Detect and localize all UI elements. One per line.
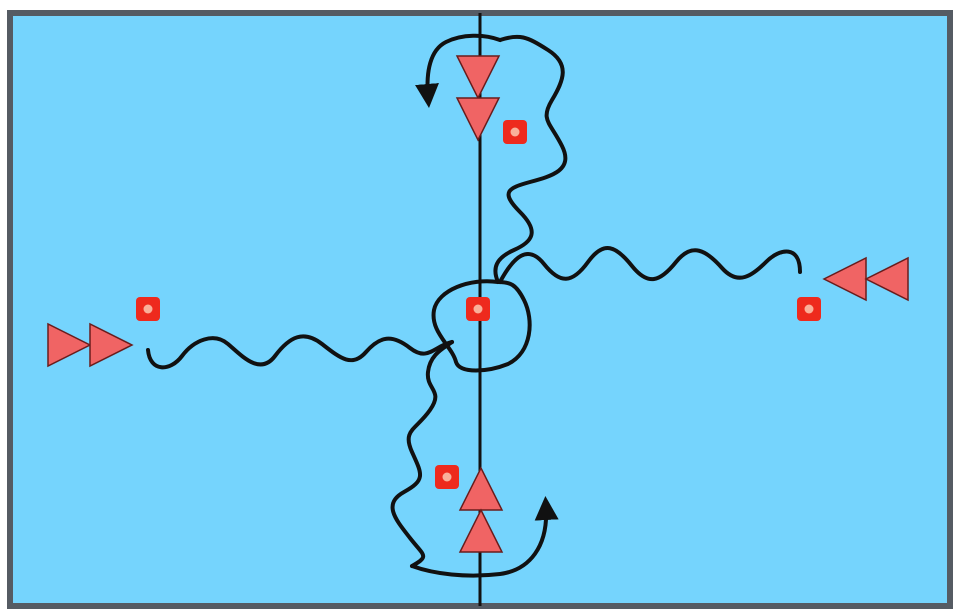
player-top-1 <box>455 55 501 100</box>
dribble-path-left <box>146 334 454 370</box>
player-left-1 <box>47 322 92 368</box>
player-top-2 <box>455 97 501 142</box>
return-arrow-bottom <box>410 496 559 578</box>
cone-center <box>466 297 490 321</box>
dribble-path-right <box>498 246 802 284</box>
cone-right <box>797 297 821 321</box>
player-bottom-2 <box>458 508 504 553</box>
player-right-2 <box>864 256 909 302</box>
dribble-path-top <box>493 34 568 284</box>
dribble-path-bottom <box>390 340 454 568</box>
cone-bottom <box>435 465 459 489</box>
cone-left <box>136 297 160 321</box>
cone-top <box>503 120 527 144</box>
return-arrow-top <box>415 33 502 108</box>
loop-around-center-cone <box>431 279 532 373</box>
player-left-2 <box>89 322 134 368</box>
